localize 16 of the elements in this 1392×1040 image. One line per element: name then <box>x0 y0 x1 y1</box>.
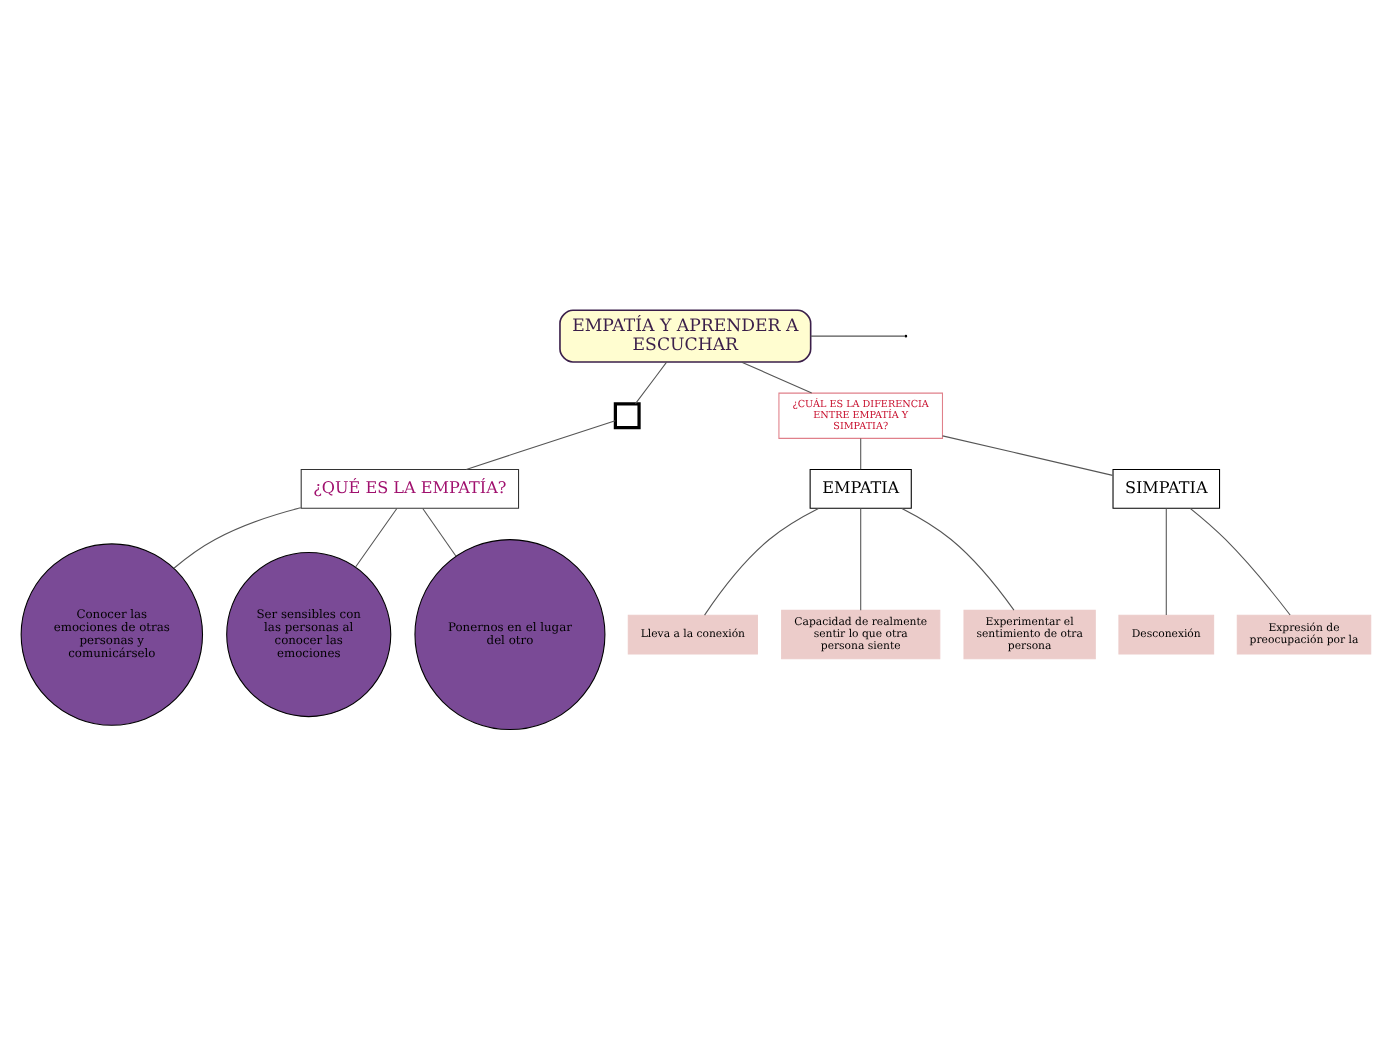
connector <box>173 507 302 569</box>
connector <box>901 507 1015 611</box>
connector <box>860 507 862 611</box>
connector <box>810 335 906 337</box>
connector <box>704 507 819 616</box>
connector <box>1165 507 1167 616</box>
connector <box>741 361 813 394</box>
connector <box>634 361 668 405</box>
connector <box>465 420 616 470</box>
connector <box>355 507 398 568</box>
connector <box>1189 507 1291 616</box>
connector <box>860 437 862 470</box>
connector <box>942 435 1114 476</box>
node-box: EMPATÍA Y APRENDER A ESCUCHAR <box>559 309 812 363</box>
connector <box>422 507 457 557</box>
node-box <box>613 402 641 430</box>
